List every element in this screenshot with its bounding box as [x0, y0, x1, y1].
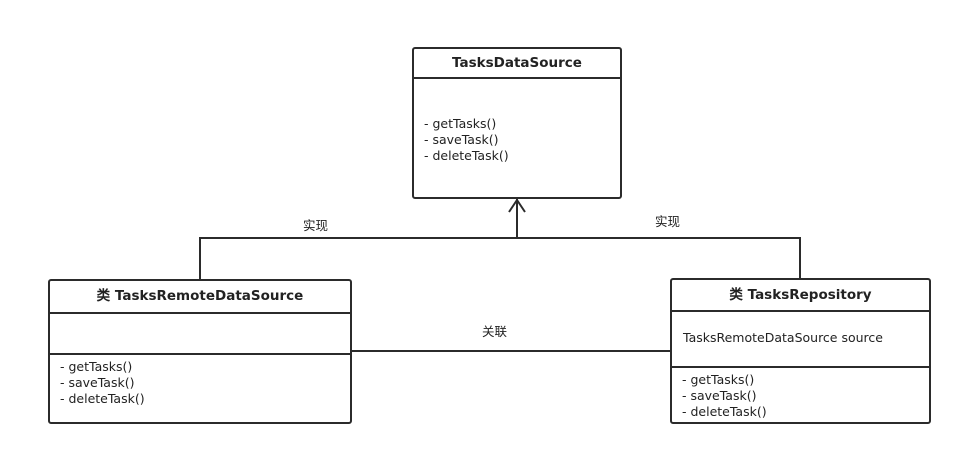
- tasks-data-source-class: TasksDataSource - getTasks() - saveTask(…: [412, 47, 622, 199]
- operation-get-tasks: - getTasks(): [424, 116, 497, 131]
- class-title: TasksDataSource: [414, 49, 620, 79]
- operation-get-tasks: - getTasks(): [682, 372, 755, 387]
- tasks-remote-data-source-class: 类 TasksRemoteDataSource - getTasks() - s…: [48, 279, 352, 424]
- operations-section: - getTasks() - saveTask() - deleteTask(): [50, 353, 350, 407]
- operation-delete-task: - deleteTask(): [60, 391, 145, 406]
- operation-delete-task: - deleteTask(): [682, 404, 767, 419]
- tasks-repository-class: 类 TasksRepository TasksRemoteDataSource …: [670, 278, 931, 424]
- class-title: 类 TasksRepository: [672, 280, 929, 312]
- association-label: 关联: [482, 324, 508, 339]
- operation-get-tasks: - getTasks(): [60, 359, 133, 374]
- operation-save-task: - saveTask(): [60, 375, 135, 390]
- operations-section: - getTasks() - saveTask() - deleteTask(): [672, 366, 929, 420]
- attributes-section: TasksRemoteDataSource source: [672, 330, 929, 345]
- realization-arrowhead: [508, 198, 526, 213]
- operation-save-task: - saveTask(): [682, 388, 757, 403]
- realization-label-left: 实现: [303, 218, 329, 233]
- class-title: 类 TasksRemoteDataSource: [50, 281, 350, 314]
- attribute-source: TasksRemoteDataSource source: [683, 330, 883, 345]
- operation-save-task: - saveTask(): [424, 132, 499, 147]
- operations-section: - getTasks() - saveTask() - deleteTask(): [414, 116, 620, 164]
- operation-delete-task: - deleteTask(): [424, 148, 509, 163]
- realization-line-left: [199, 237, 517, 279]
- realization-line-right: [517, 237, 801, 279]
- realization-label-right: 实现: [655, 214, 681, 229]
